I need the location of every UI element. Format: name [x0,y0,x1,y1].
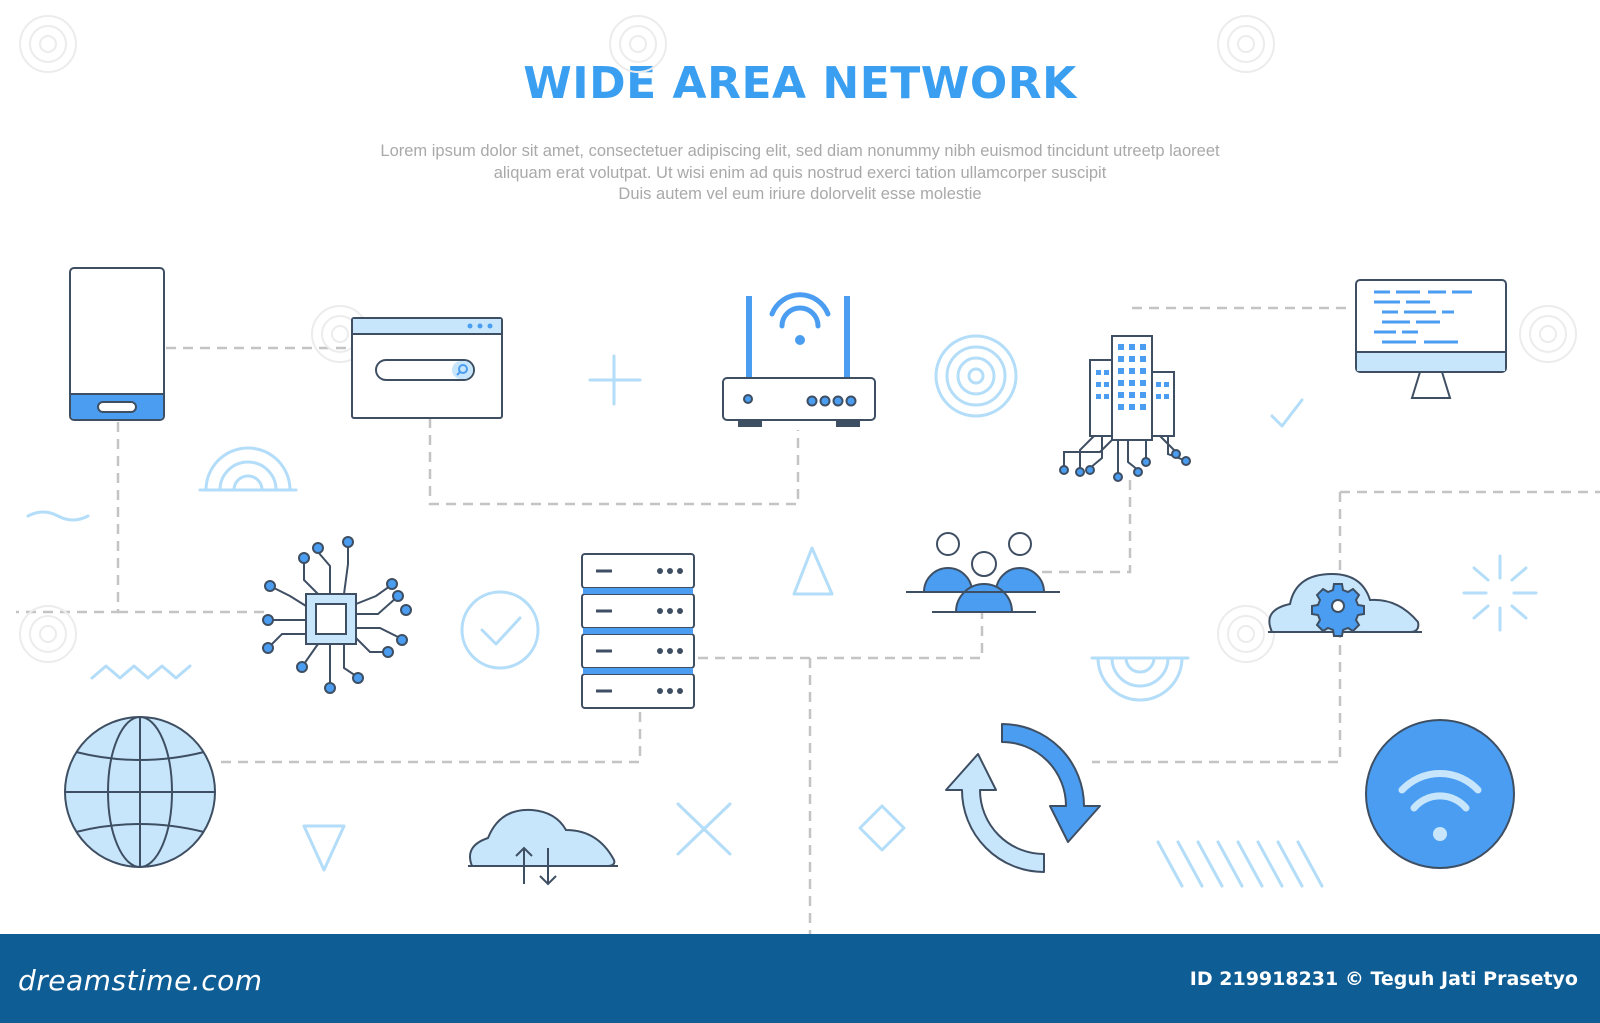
globe-icon [64,716,216,868]
footer-brand: dreamstime.com [18,964,263,997]
footer-credit: ID 219918231 © Teguh Jati Prasetyo [1189,968,1578,990]
team-icon [906,532,1060,613]
microchip-icon [262,536,412,694]
description: Lorem ipsum dolor sit amet, consectetuer… [0,141,1600,206]
wifi-circle-icon [1365,719,1515,869]
description-line: aliquam erat volutpat. Ut wisi enim ad q… [493,163,1107,182]
cloud-transfer-icon [468,808,618,886]
sync-arrows-icon [945,723,1101,873]
description-line: Lorem ipsum dolor sit amet, consectetuer… [380,142,1220,160]
cloud-settings-icon [1268,572,1422,637]
server-rack-icon [581,553,695,709]
monitor-code-icon [1355,279,1507,399]
wifi-router-icon [722,292,876,427]
smartphone-icon [69,267,165,421]
page-title: WIDE AREA NETWORK [523,58,1077,109]
footer-bar: dreamstime.com ID 219918231 © Teguh Jati… [0,934,1600,1023]
building-network-icon [1059,335,1191,482]
decorations [26,334,1538,888]
browser-search-icon [351,317,503,419]
network-illustration [16,15,1600,934]
watermark [19,15,1577,663]
description-line: Duis autem vel eum iriure dolorvelit ess… [618,185,982,203]
